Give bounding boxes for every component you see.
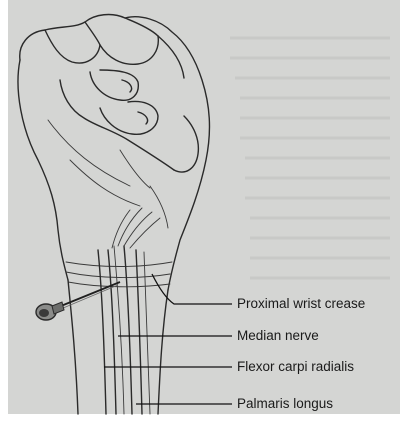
label-proximal-wrist-crease: Proximal wrist crease bbox=[237, 296, 365, 311]
label-median-nerve: Median nerve bbox=[237, 328, 319, 343]
page-background bbox=[8, 0, 400, 414]
label-palmaris-longus: Palmaris longus bbox=[237, 396, 333, 411]
label-flexor-carpi-radialis: Flexor carpi radialis bbox=[237, 359, 354, 374]
